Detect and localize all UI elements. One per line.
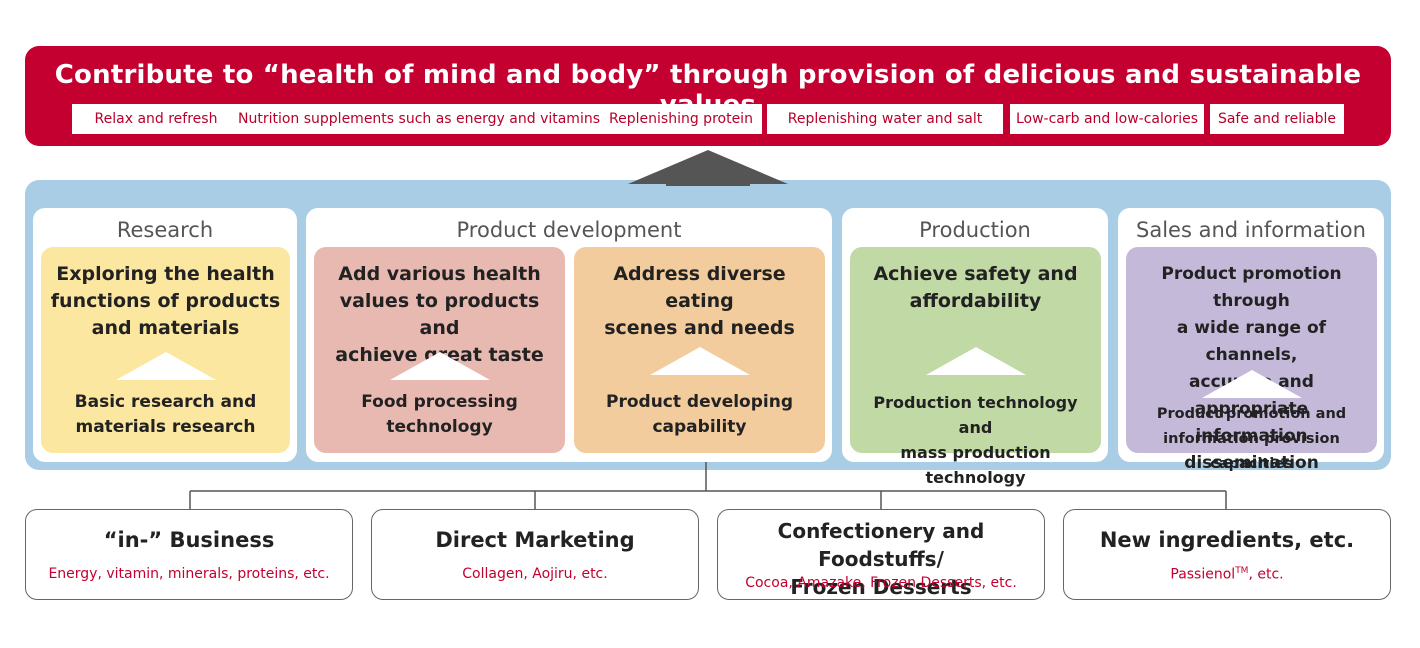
business-confectionery: Confectionery and Foodstuffs/Frozen Dess… xyxy=(717,509,1045,600)
triangle-up-icon xyxy=(925,347,1026,375)
business-in: “in-” Business Energy, vitamin, minerals… xyxy=(25,509,353,600)
mission-banner: Contribute to “health of mind and body” … xyxy=(25,46,1391,146)
business-name: Confectionery and Foodstuffs/Frozen Dess… xyxy=(777,519,985,599)
business-direct-marketing: Direct Marketing Collagen, Aojiru, etc. xyxy=(371,509,699,600)
triangle-up-icon xyxy=(389,352,490,380)
column-title: Production xyxy=(919,218,1031,242)
triangle-up-icon xyxy=(115,352,216,380)
column-title: Sales and information xyxy=(1136,218,1366,242)
column-title: Research xyxy=(116,218,214,242)
triangle-up-icon xyxy=(1201,370,1302,398)
business-products: Collagen, Aojiru, etc. xyxy=(462,566,608,582)
value-tag: Low-carb and low-calories xyxy=(1010,104,1204,134)
value-tag: Replenishing water and salt xyxy=(767,104,1003,134)
value-tag: Safe and reliable xyxy=(1210,104,1344,134)
business-products: Cocoa, Amazake, Frozen Desserts, etc. xyxy=(745,575,1017,591)
column-title: Product development xyxy=(456,218,682,242)
value-tag: Relax and refresh xyxy=(72,104,240,134)
value-tag: Replenishing protein xyxy=(600,104,762,134)
value-tag: Nutrition supplements such as energy and… xyxy=(222,104,616,134)
business-name: “in-” Business xyxy=(103,528,275,552)
business-products: Energy, vitamin, minerals, proteins, etc… xyxy=(48,566,330,582)
triangle-up-icon xyxy=(649,347,750,375)
business-products: PassienolTM, etc. xyxy=(1170,566,1284,583)
business-name: New ingredients, etc. xyxy=(1099,528,1355,552)
up-arrow-icon xyxy=(628,150,788,186)
business-new-ingredients: New ingredients, etc. PassienolTM, etc. xyxy=(1063,509,1391,600)
business-name: Direct Marketing xyxy=(435,528,635,552)
